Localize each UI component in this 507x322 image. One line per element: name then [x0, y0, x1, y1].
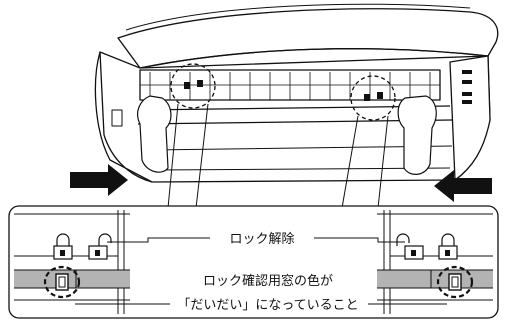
lock-check-label-line1: ロック確認用窓の色が: [203, 273, 333, 289]
unit-lock-markers: [184, 80, 383, 101]
push-arrow-icon: [70, 164, 128, 196]
lock-check-label-line2: 「だいだい」になっていること: [177, 298, 358, 313]
highlight-circles: [170, 63, 396, 121]
padlock-locked-icon: [438, 233, 458, 260]
detail-left: [14, 210, 130, 314]
detail-right: [377, 210, 493, 314]
push-arrow-icon: [434, 170, 492, 202]
padlock-unlocked-icon: [396, 233, 424, 260]
padlock-unlocked-icon: [88, 233, 112, 260]
unlock-label: ロック解除: [229, 232, 294, 247]
leader-lines: [75, 237, 447, 305]
hands: [137, 95, 437, 175]
padlock-locked-icon: [53, 233, 73, 260]
detail-panel: [8, 205, 499, 319]
